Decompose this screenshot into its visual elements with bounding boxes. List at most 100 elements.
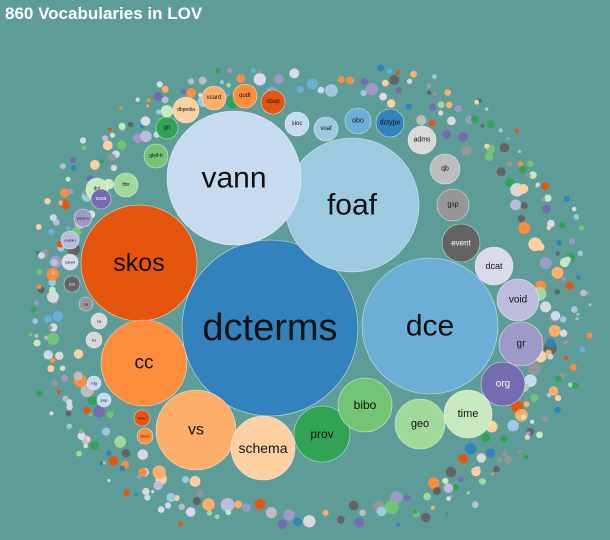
minor-vocabulary-bubble[interactable] (214, 514, 220, 520)
minor-vocabulary-bubble[interactable] (109, 132, 115, 138)
minor-vocabulary-bubble[interactable] (43, 350, 53, 360)
minor-vocabulary-bubble[interactable] (529, 419, 535, 425)
minor-vocabulary-bubble[interactable] (548, 324, 561, 337)
minor-vocabulary-bubble[interactable] (458, 476, 464, 483)
minor-vocabulary-bubble[interactable] (44, 315, 53, 323)
minor-vocabulary-bubble[interactable] (445, 466, 457, 478)
minor-vocabulary-bubble[interactable] (517, 449, 522, 454)
minor-vocabulary-bubble[interactable] (427, 90, 432, 95)
minor-vocabulary-bubble[interactable] (51, 379, 59, 387)
minor-vocabulary-bubble[interactable] (88, 412, 93, 417)
minor-vocabulary-bubble[interactable] (571, 382, 579, 389)
minor-vocabulary-bubble[interactable] (78, 429, 84, 434)
minor-vocabulary-bubble[interactable] (515, 409, 528, 422)
vocabulary-bubble-pop[interactable]: pop (96, 392, 112, 408)
minor-vocabulary-bubble[interactable] (359, 509, 366, 517)
vocabulary-bubble-circle[interactable] (394, 398, 446, 450)
minor-vocabulary-bubble[interactable] (541, 415, 549, 422)
minor-vocabulary-bubble[interactable] (548, 386, 559, 396)
minor-vocabulary-bubble[interactable] (428, 477, 440, 489)
vocabulary-bubble-circle[interactable] (232, 83, 258, 109)
vocabulary-bubble-circle[interactable] (85, 331, 103, 349)
minor-vocabulary-bubble[interactable] (576, 275, 581, 280)
minor-vocabulary-bubble[interactable] (90, 441, 99, 451)
minor-vocabulary-bubble[interactable] (108, 456, 119, 466)
vocabulary-bubble-rdg[interactable]: rdg (86, 375, 102, 391)
vocabulary-bubble-sarwf[interactable]: sarwf (61, 253, 79, 271)
vocabulary-bubble-mbo[interactable]: mbo (133, 409, 151, 427)
minor-vocabulary-bubble[interactable] (379, 92, 387, 101)
minor-vocabulary-bubble[interactable] (66, 423, 73, 430)
minor-vocabulary-bubble[interactable] (51, 271, 56, 276)
minor-vocabulary-bubble[interactable] (578, 225, 585, 231)
minor-vocabulary-bubble[interactable] (121, 449, 131, 458)
minor-vocabulary-bubble[interactable] (127, 121, 134, 128)
vocabulary-bubble-circle[interactable] (80, 204, 198, 322)
minor-vocabulary-bubble[interactable] (107, 478, 111, 482)
minor-vocabulary-bubble[interactable] (514, 129, 520, 134)
minor-vocabulary-bubble[interactable] (554, 406, 561, 414)
minor-vocabulary-bubble[interactable] (360, 89, 367, 97)
minor-vocabulary-bubble[interactable] (484, 152, 494, 161)
minor-vocabulary-bubble[interactable] (527, 361, 541, 376)
minor-vocabulary-bubble[interactable] (144, 494, 151, 501)
vocabulary-bubble-circle[interactable] (429, 153, 461, 185)
minor-vocabulary-bubble[interactable] (35, 224, 42, 230)
minor-vocabulary-bubble[interactable] (560, 316, 567, 323)
vocabulary-bubble-circle[interactable] (496, 278, 540, 322)
minor-vocabulary-bubble[interactable] (34, 333, 39, 338)
minor-vocabulary-bubble[interactable] (293, 517, 302, 527)
minor-vocabulary-bubble[interactable] (360, 77, 368, 86)
minor-vocabulary-bubble[interactable] (555, 375, 562, 383)
minor-vocabulary-bubble[interactable] (58, 200, 64, 206)
minor-vocabulary-bubble[interactable] (525, 431, 531, 436)
minor-vocabulary-bubble[interactable] (405, 103, 413, 111)
vocabulary-bubble-circle[interactable] (172, 96, 200, 124)
minor-vocabulary-bubble[interactable] (196, 490, 204, 498)
minor-vocabulary-bubble[interactable] (540, 301, 552, 313)
vocabulary-bubble-circle[interactable] (78, 296, 94, 312)
vocabulary-bubble-circle[interactable] (337, 377, 393, 433)
minor-vocabulary-bubble[interactable] (48, 278, 56, 287)
minor-vocabulary-bubble[interactable] (471, 466, 481, 477)
minor-vocabulary-bubble[interactable] (99, 461, 103, 466)
minor-vocabulary-bubble[interactable] (559, 329, 568, 337)
minor-vocabulary-bubble[interactable] (484, 143, 490, 149)
minor-vocabulary-bubble[interactable] (108, 127, 112, 132)
minor-vocabulary-bubble[interactable] (413, 509, 418, 514)
minor-vocabulary-bubble[interactable] (406, 78, 413, 84)
minor-vocabulary-bubble[interactable] (539, 257, 552, 269)
minor-vocabulary-bubble[interactable] (547, 219, 555, 228)
vocabulary-bubble-circle[interactable] (230, 415, 296, 481)
vocabulary-bubble-ca[interactable]: ca (90, 312, 108, 330)
minor-vocabulary-bubble[interactable] (438, 110, 444, 116)
minor-vocabulary-bubble[interactable] (317, 86, 325, 94)
minor-vocabulary-bubble[interactable] (60, 163, 66, 170)
vocabulary-bubble-circle[interactable] (260, 89, 286, 115)
minor-vocabulary-bubble[interactable] (47, 365, 55, 373)
vocabulary-bubble-circle[interactable] (86, 375, 102, 391)
minor-vocabulary-bubble[interactable] (481, 433, 491, 443)
minor-vocabulary-bubble[interactable] (118, 122, 126, 130)
minor-vocabulary-bubble[interactable] (283, 509, 295, 521)
minor-vocabulary-bubble[interactable] (381, 79, 389, 87)
vocabulary-bubble-adms[interactable]: adms (407, 125, 437, 155)
minor-vocabulary-bubble[interactable] (161, 85, 169, 93)
vocabulary-bubble-circle[interactable] (201, 85, 227, 111)
minor-vocabulary-bubble[interactable] (182, 476, 190, 483)
minor-vocabulary-bubble[interactable] (49, 411, 54, 416)
vocabulary-bubble-cc[interactable]: cc (100, 319, 188, 407)
minor-vocabulary-bubble[interactable] (530, 393, 539, 402)
minor-vocabulary-bubble[interactable] (502, 450, 508, 457)
minor-vocabulary-bubble[interactable] (365, 82, 379, 96)
minor-vocabulary-bubble[interactable] (123, 489, 130, 496)
minor-vocabulary-bubble[interactable] (527, 160, 534, 167)
minor-vocabulary-bubble[interactable] (161, 96, 169, 104)
vocabulary-bubble-frbr[interactable]: frbr (113, 172, 139, 198)
minor-vocabulary-bubble[interactable] (348, 500, 359, 511)
vocabulary-bubble-dcat[interactable]: dcat (474, 246, 514, 286)
vocabulary-bubble-circle[interactable] (90, 188, 112, 210)
vocabulary-bubble-event[interactable]: event (441, 223, 481, 263)
minor-vocabulary-bubble[interactable] (426, 83, 432, 88)
minor-vocabulary-bubble[interactable] (157, 506, 165, 513)
